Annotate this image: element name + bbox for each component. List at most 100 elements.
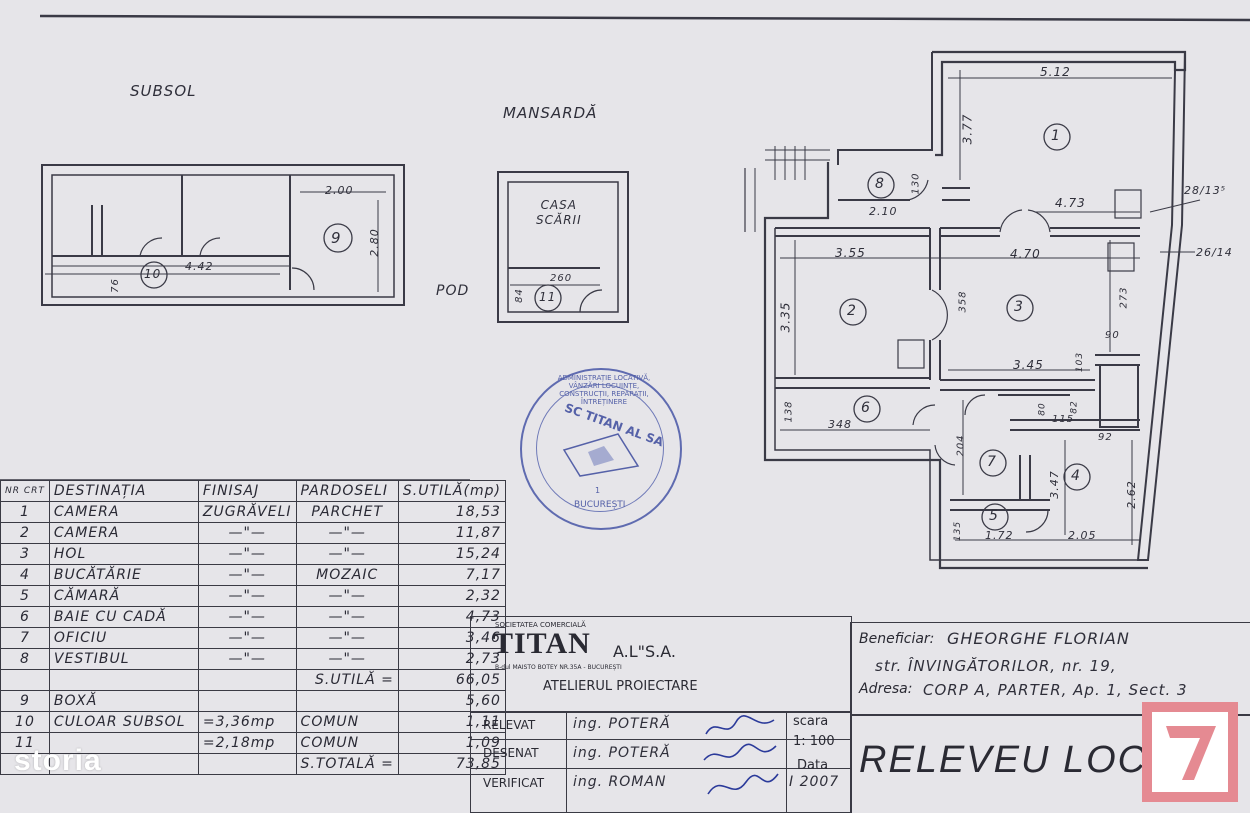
dim-label: 2.00 bbox=[325, 184, 354, 197]
drawing-title: RELEVEU LOCU bbox=[859, 739, 1177, 781]
adresa-line1: str. ÎNVINGĂTORILOR, nr. 19, bbox=[875, 657, 1117, 675]
cell-nr: 11 bbox=[0, 732, 50, 754]
dim-label: 130 bbox=[910, 172, 922, 195]
room-number: 5 bbox=[989, 508, 999, 524]
adresa-line2: CORP A, PARTER, Ap. 1, Sect. 3 bbox=[923, 681, 1188, 699]
dim-label: 135 bbox=[953, 520, 964, 542]
table-row: 2 CAMERA —"— —"— 11,87 bbox=[0, 522, 506, 544]
dim-label: 80 bbox=[1037, 402, 1048, 416]
cell-sutila: 5,60 bbox=[397, 690, 506, 712]
beneficiar-block: Beneficiar: GHEORGHE FLORIAN str. ÎNVING… bbox=[850, 622, 1250, 716]
room-number: 4 bbox=[1071, 468, 1081, 484]
sutila-label: S.UTILĂ = bbox=[295, 669, 399, 691]
room-number: 6 bbox=[861, 400, 871, 416]
stamp-emblem bbox=[562, 433, 640, 477]
cell-destinatia: CĂMARĂ bbox=[48, 585, 199, 607]
cell-sutila: 11,87 bbox=[397, 522, 506, 544]
header-finisaj: FINISAJ bbox=[197, 480, 297, 502]
brand-logo-icon bbox=[1166, 726, 1216, 780]
table-row: 7 OFICIU —"— —"— 3,46 bbox=[0, 627, 506, 649]
dim-label: 273 bbox=[1118, 286, 1130, 309]
cell-destinatia: VESTIBUL bbox=[48, 648, 199, 670]
table-row: 4 BUCĂTĂRIE —"— MOZAIC 7,17 bbox=[0, 564, 506, 586]
dim-label: 204 bbox=[955, 434, 967, 457]
dim-label: 2.62 bbox=[1124, 480, 1138, 509]
stotala-row: S.TOTALĂ = 73,85 bbox=[0, 753, 506, 775]
company-name: TITAN bbox=[493, 627, 591, 660]
dim-label: 4.42 bbox=[185, 260, 214, 273]
table-row: 3 HOL —"— —"— 15,24 bbox=[0, 543, 506, 565]
dim-label: 103 bbox=[1075, 351, 1086, 373]
relevat-label: RELEVAT bbox=[483, 718, 536, 732]
room-number: 1 bbox=[1051, 128, 1061, 144]
cell-pardoseli: —"— bbox=[295, 606, 399, 628]
header-nr: NR CRT bbox=[0, 480, 50, 502]
room-number: 9 bbox=[331, 229, 342, 247]
cell-pardoseli: MOZAIC bbox=[295, 564, 399, 586]
stamp-outer-text: ADMINISTRAȚIE LOCATIVĂ, VÂNZĂRI LOCUINȚE… bbox=[557, 374, 651, 406]
cell-finisaj: —"— bbox=[197, 564, 297, 586]
cell-sutila: 18,53 bbox=[397, 501, 506, 523]
cell-sutila: 2,32 bbox=[397, 585, 506, 607]
relevat-name: ing. POTERĂ bbox=[573, 716, 671, 732]
cell-finisaj: —"— bbox=[197, 648, 297, 670]
watermark-text: storia bbox=[14, 744, 102, 777]
cell-nr: 9 bbox=[0, 690, 50, 712]
mansarda-title: MANSARDĂ bbox=[503, 104, 598, 122]
dim-label: 358 bbox=[957, 290, 969, 313]
stamp-number: 1 bbox=[595, 486, 601, 495]
cell-destinatia: HOL bbox=[48, 543, 199, 565]
cell-finisaj bbox=[197, 690, 297, 712]
cell-finisaj: —"— bbox=[197, 543, 297, 565]
dim-label: 26/14 bbox=[1196, 246, 1233, 259]
table-row: 6 BAIE CU CADĂ —"— —"— 4,73 bbox=[0, 606, 506, 628]
stamp-city: BUCUREȘTI bbox=[574, 500, 626, 510]
dim-label: 92 bbox=[1098, 432, 1113, 443]
table-row: 1 CAMERA ZUGRĂVELI PARCHET 18,53 bbox=[0, 501, 506, 523]
table-row: 8 VESTIBUL —"— —"— 2,73 bbox=[0, 648, 506, 670]
header-destinatia: DESTINAȚIA bbox=[48, 480, 199, 502]
cell-finisaj: —"— bbox=[197, 585, 297, 607]
desenat-name: ing. POTERĂ bbox=[573, 745, 671, 761]
scara-value: 1: 100 bbox=[793, 734, 835, 749]
casa-scarii-label: CASA SCĂRII bbox=[536, 198, 582, 227]
dim-label: 4.70 bbox=[1010, 247, 1041, 261]
dim-label: 90 bbox=[1105, 330, 1120, 341]
cell-pardoseli: —"— bbox=[295, 543, 399, 565]
company-small: SOCIETATEA COMERCIALĂ bbox=[495, 621, 586, 629]
brand-logo bbox=[1142, 702, 1238, 802]
data-label: Data bbox=[797, 758, 829, 773]
cell-finisaj: —"— bbox=[197, 606, 297, 628]
cell-nr: 2 bbox=[0, 522, 50, 544]
cell-pardoseli: COMUN bbox=[295, 732, 399, 754]
cell-pardoseli: —"— bbox=[295, 627, 399, 649]
cell-pardoseli: —"— bbox=[295, 585, 399, 607]
dim-label: 28/13⁵ bbox=[1184, 184, 1227, 197]
cell-sutila: 7,17 bbox=[397, 564, 506, 586]
rooms-table: NR CRT DESTINAȚIA FINISAJ PARDOSELI S.UT… bbox=[0, 480, 506, 775]
cell-destinatia: BUCĂTĂRIE bbox=[48, 564, 199, 586]
table-row: 5 CĂMARĂ —"— —"— 2,32 bbox=[0, 585, 506, 607]
dim-label: 76 bbox=[109, 278, 121, 293]
dim-label: 3.35 bbox=[778, 301, 793, 333]
dim-label: 1.72 bbox=[985, 529, 1014, 542]
table-row: 9 BOXĂ 5,60 bbox=[0, 690, 506, 712]
adresa-label: Adresa: bbox=[859, 681, 913, 697]
company-block: SOCIETATEA COMERCIALĂ TITAN A.L"S.A. B-d… bbox=[470, 616, 852, 713]
cell-destinatia: BOXĂ bbox=[48, 690, 199, 712]
cell-finisaj: =3,36mp bbox=[197, 711, 297, 733]
cell-nr: 7 bbox=[0, 627, 50, 649]
cell-sutila: 15,24 bbox=[397, 543, 506, 565]
dim-label: 3.45 bbox=[1013, 358, 1044, 372]
room-number: 8 bbox=[875, 176, 885, 192]
dim-label: 4.73 bbox=[1055, 196, 1086, 210]
dim-label: 348 bbox=[828, 418, 852, 431]
cell-finisaj: —"— bbox=[197, 522, 297, 544]
dim-label: 3.55 bbox=[835, 246, 866, 260]
stotala-label: S.TOTALĂ = bbox=[295, 753, 399, 775]
cell-sutila: 1,11 bbox=[397, 711, 506, 733]
subsol-title: SUBSOL bbox=[130, 82, 197, 100]
header-pardoseli: PARDOSELI bbox=[295, 480, 399, 502]
company-stamp: ADMINISTRAȚIE LOCATIVĂ, VÂNZĂRI LOCUINȚE… bbox=[520, 368, 682, 530]
dim-label: 138 bbox=[783, 400, 795, 423]
